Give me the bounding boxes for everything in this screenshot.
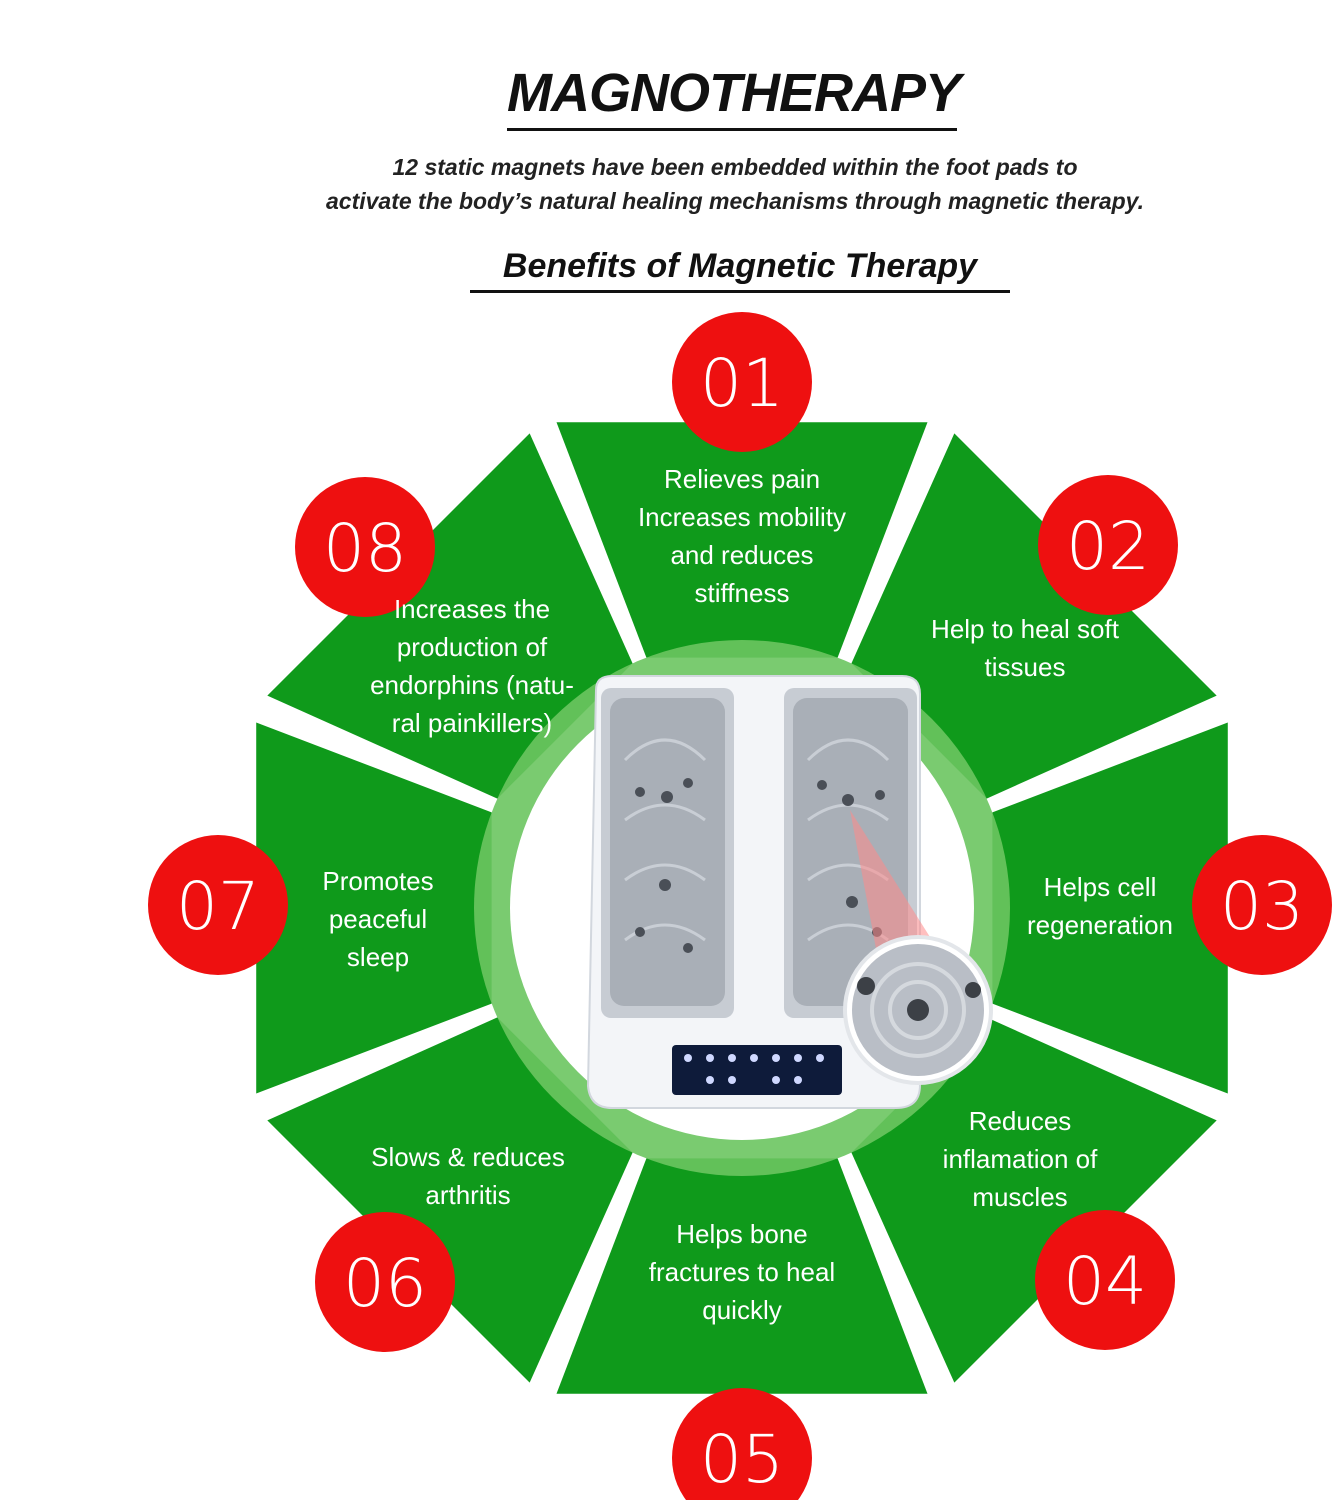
number-badge-07: 07 [148, 835, 288, 975]
magnet-closeup-image [843, 935, 993, 1085]
number-badge-08: 08 [295, 477, 435, 617]
badge-circle [672, 312, 812, 452]
badge-number: 04 [1063, 1243, 1147, 1320]
benefits-heading: Benefits of Magnetic Therapy [470, 242, 1010, 293]
badge-number: 07 [176, 868, 260, 945]
wheel-segment-02 [851, 433, 1217, 799]
number-badges: 01 02 03 04 05 06 07 08 [148, 312, 1332, 1500]
number-badge-04: 04 [1035, 1210, 1175, 1350]
badge-number: 06 [343, 1245, 427, 1322]
wheel-segments [256, 422, 1228, 1394]
wheel-segment-05 [556, 1158, 928, 1394]
number-badge-01: 01 [672, 312, 812, 452]
foot-massager-device-image [586, 675, 935, 1109]
badge-circle [1192, 835, 1332, 975]
subtitle-line-2: activate the body’s natural healing mech… [326, 188, 1144, 214]
badge-circle [1035, 1210, 1175, 1350]
badge-circle [1038, 475, 1178, 615]
wheel-segment-03 [992, 722, 1228, 1094]
badge-number: 05 [700, 1421, 784, 1498]
wheel-segment-08 [267, 433, 633, 799]
number-badge-02: 02 [1038, 475, 1178, 615]
badge-number: 03 [1220, 868, 1304, 945]
badge-circle [672, 1388, 812, 1500]
wheel-segment-06 [267, 1017, 633, 1383]
wheel-segment-07 [256, 722, 492, 1094]
wheel-segment-04 [851, 1017, 1217, 1383]
wheel-segment-01 [556, 422, 928, 658]
page-subtitle: 12 static magnets have been embedded wit… [200, 150, 1270, 218]
badge-circle [295, 477, 435, 617]
badge-number: 02 [1066, 508, 1150, 585]
number-badge-05: 05 [672, 1388, 812, 1500]
page-title: MAGNOTHERAPY [507, 58, 961, 131]
badge-circle [315, 1212, 455, 1352]
badge-number: 08 [323, 510, 407, 587]
subtitle-line-1: 12 static magnets have been embedded wit… [392, 154, 1078, 180]
badge-number: 01 [700, 345, 784, 422]
badge-circle [148, 835, 288, 975]
number-badge-06: 06 [315, 1212, 455, 1352]
number-badge-03: 03 [1192, 835, 1332, 975]
